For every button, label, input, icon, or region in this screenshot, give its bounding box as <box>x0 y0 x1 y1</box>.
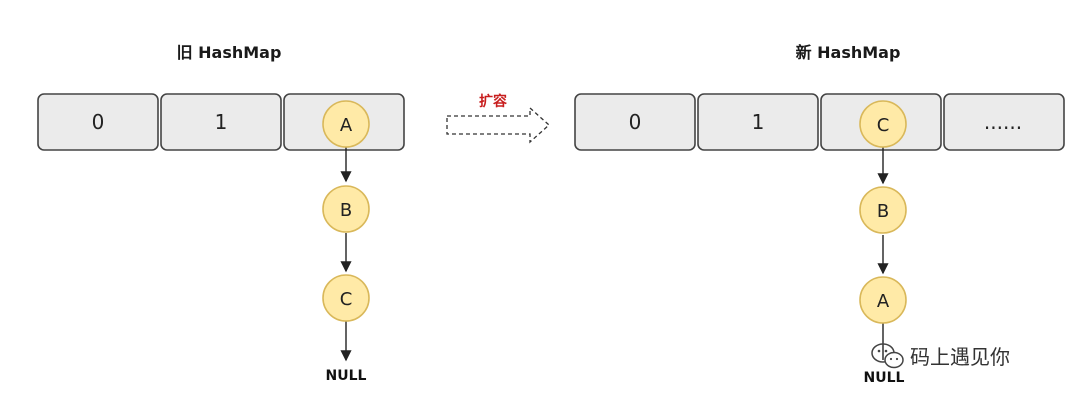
wechat-icon <box>871 343 904 369</box>
watermark: 码上遇见你 <box>871 343 1010 369</box>
old-node-b-label: B <box>340 200 352 221</box>
new-slot-1 <box>697 93 819 151</box>
old-slot-1 <box>160 93 282 151</box>
old-node-a-label: A <box>340 115 353 136</box>
new-node-a <box>859 276 907 324</box>
old-null-label: NULL <box>326 368 367 384</box>
new-slot-1-label: 1 <box>752 110 765 134</box>
new-node-b <box>859 186 907 234</box>
old-node-b <box>322 185 370 233</box>
new-slot-3-label: ...... <box>984 110 1022 134</box>
new-slot-3 <box>943 93 1065 151</box>
old-hashmap-title: 旧 HashMap <box>177 43 282 62</box>
old-slot-0 <box>37 93 159 151</box>
new-slot-0-label: 0 <box>629 110 642 134</box>
new-hashmap: 新 HashMap 0 1 ...... C B A NULL <box>574 43 1065 386</box>
old-node-a <box>322 100 370 148</box>
old-node-c <box>322 274 370 322</box>
resize-label: 扩容 <box>479 93 507 110</box>
old-node-c-label: C <box>340 289 353 310</box>
old-hashmap: 旧 HashMap 0 1 A B C NULL <box>37 43 405 384</box>
watermark-text: 码上遇见你 <box>910 345 1010 369</box>
new-node-b-label: B <box>877 201 889 222</box>
old-slot-0-label: 0 <box>92 110 105 134</box>
new-slot-0 <box>574 93 696 151</box>
resize-arrow: 扩容 <box>446 93 550 144</box>
new-null-label: NULL <box>864 370 905 386</box>
new-node-c-label: C <box>877 115 890 136</box>
dashed-arrow-icon <box>446 106 550 144</box>
new-node-a-label: A <box>877 291 890 312</box>
new-node-c <box>859 100 907 148</box>
new-hashmap-title: 新 HashMap <box>796 43 901 62</box>
old-slot-1-label: 1 <box>215 110 228 134</box>
